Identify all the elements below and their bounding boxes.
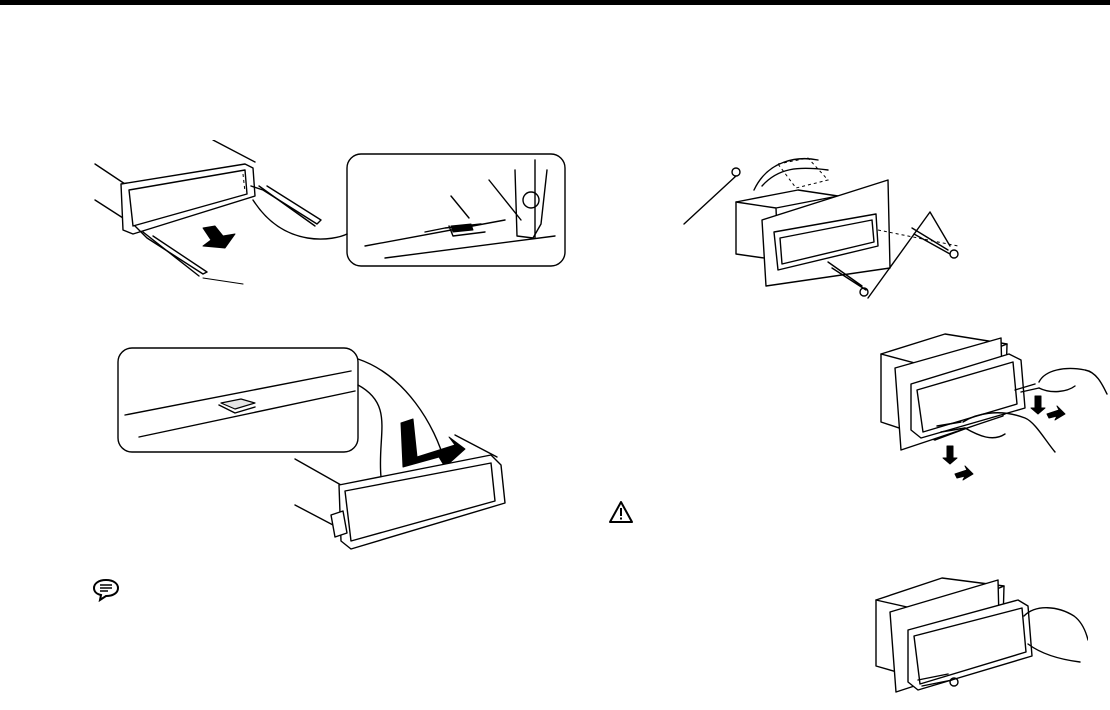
figure-pulling-unit-out: [868, 570, 1088, 698]
figure-removing-faceplate: [115, 345, 560, 555]
figure-mounting-plate-with-tools: [678, 150, 978, 320]
note-speech-icon: [92, 578, 120, 602]
header-rule: [0, 0, 1110, 5]
figure-unit-with-removal-tools: [85, 140, 570, 300]
caution-triangle-icon: [608, 500, 634, 524]
figure-inserting-removal-keys: [875, 330, 1110, 495]
